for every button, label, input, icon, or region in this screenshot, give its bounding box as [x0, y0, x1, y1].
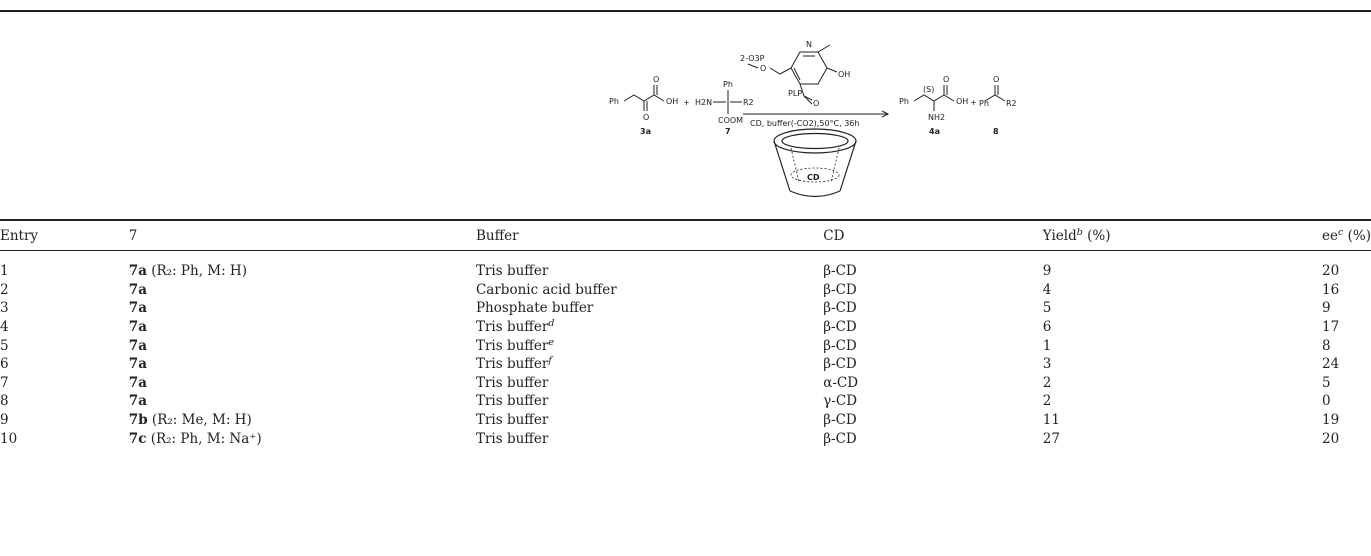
table-row: 1 7a (R₂: Ph, M: H) Tris buffer β-CD 9 2…: [0, 263, 1340, 280]
r2-7: R2: [743, 98, 754, 107]
phosphate-group: 2-O3P: [740, 54, 765, 63]
compound-4a-structure: [913, 85, 955, 111]
plus-2: +: [970, 98, 977, 107]
o-3a-top: O: [653, 75, 659, 84]
plus-1: +: [683, 98, 690, 107]
header-bottom-rule: [0, 250, 1371, 251]
compound-3a-structure: [623, 85, 665, 111]
h2n-7: H2N: [695, 98, 712, 107]
pyridine-n: N: [806, 40, 812, 49]
table-row: 8 7a Tris buffer γ-CD 2 0: [0, 393, 1331, 410]
plp-label: PLP: [788, 89, 802, 98]
s-stereo: (S): [923, 85, 934, 94]
header-top-rule: [0, 219, 1371, 221]
ph-7: Ph: [723, 80, 733, 89]
results-table: Entry 7 Buffer CD Yieldb (%) eec (%) 1 7…: [0, 222, 1371, 448]
nh2-4a: NH2: [928, 113, 945, 122]
o-4a: O: [943, 75, 949, 84]
table-row: 7 7a Tris buffer α-CD 2 5: [0, 374, 1331, 391]
cyclodextrin-cup: [773, 128, 857, 198]
label-7: 7: [725, 127, 731, 136]
ph-3a: Ph: [609, 97, 619, 106]
header-yield: Yieldb (%): [1042, 226, 1111, 244]
top-rule: [0, 10, 1371, 12]
reaction-scheme: Ph O O OH 3a + Ph H2N R2 COOM 7 2-O3P O …: [609, 40, 1017, 198]
header-row: Entry 7 Buffer CD Yieldb (%) eec (%): [0, 222, 1371, 249]
reaction-conditions: CD, buffer(-CO2),50°C, 36h: [750, 119, 859, 128]
header-entry: Entry: [0, 227, 39, 244]
plp-structure: [747, 44, 838, 105]
table-row: 9 7b (R₂: Me, M: H) Tris buffer β-CD 11 …: [0, 412, 1340, 429]
header-compound: 7: [128, 227, 138, 244]
compound-7-structure: [713, 90, 742, 114]
table-row: 2 7a Carbonic acid buffer β-CD 4 16: [0, 281, 1340, 298]
ether-oxygen: O: [760, 64, 766, 73]
ph-4a: Ph: [899, 97, 909, 106]
oh-plp: OH: [838, 70, 850, 79]
table-row: 6 7a Tris bufferf β-CD 3 24: [0, 355, 1340, 373]
compound-8-structure: [984, 85, 1006, 102]
header-ee: eec (%): [1322, 226, 1371, 244]
r2-8: R2: [1006, 99, 1017, 108]
oh-3a: OH: [666, 97, 678, 106]
table-row: 3 7a Phosphate buffer β-CD 5 9: [0, 300, 1331, 317]
label-4a: 4a: [929, 127, 940, 136]
aldehyde-o: O: [813, 99, 819, 108]
ph-8: Ph: [979, 99, 989, 108]
table-row: 4 7a Tris bufferd β-CD 6 17: [0, 318, 1340, 336]
o-3a: O: [643, 113, 649, 122]
table-row: 10 7c (R₂: Ph, M: Na⁺) Tris buffer β-CD …: [0, 430, 1340, 447]
coom-7: COOM: [718, 116, 743, 125]
o-8: O: [993, 75, 999, 84]
table-row: 5 7a Tris buffere β-CD 1 8: [0, 336, 1331, 354]
oh-4a: OH: [956, 97, 968, 106]
header-cd: CD: [823, 227, 845, 244]
label-3a: 3a: [640, 127, 651, 136]
cd-label: CD: [807, 173, 820, 182]
header-buffer: Buffer: [475, 227, 519, 244]
label-8: 8: [993, 127, 999, 136]
